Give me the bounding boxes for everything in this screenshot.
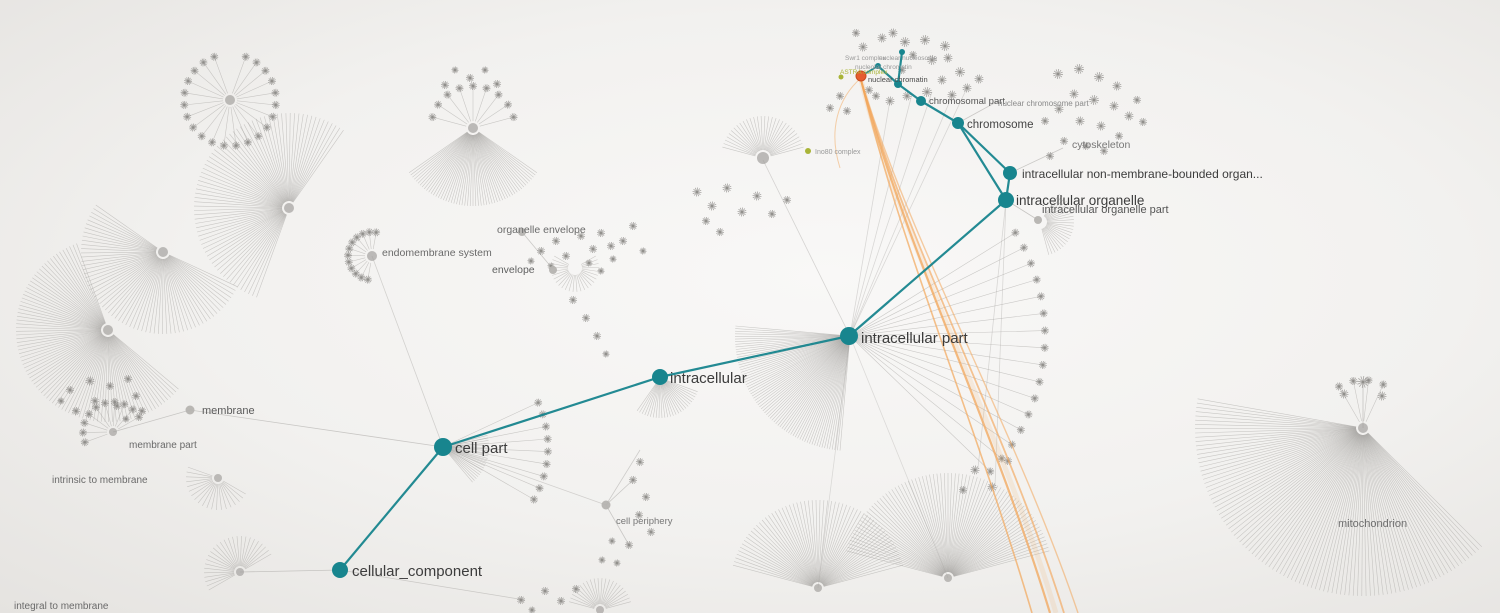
selected-edge bbox=[896, 51, 904, 85]
cluster-hub-node bbox=[284, 203, 294, 213]
graph-node-intracellular-part[interactable] bbox=[840, 327, 858, 345]
term-label[interactable]: intracellular organelle part bbox=[1042, 204, 1169, 216]
term-label[interactable]: membrane part bbox=[129, 440, 197, 451]
node-label-chromosomal-part[interactable]: chromosomal part bbox=[929, 96, 1005, 107]
term-label[interactable]: nuclear chromatin bbox=[868, 75, 928, 84]
term-label[interactable]: Ino80 complex bbox=[815, 149, 861, 156]
selected-edge bbox=[339, 446, 444, 571]
term-dot-nodes bbox=[185, 216, 1042, 510]
orange-edge bbox=[834, 77, 862, 169]
term-node[interactable] bbox=[549, 266, 557, 274]
graph-node-cellular_component[interactable] bbox=[332, 562, 348, 578]
term-label[interactable]: integral to membrane bbox=[14, 601, 109, 612]
node-label-intracellular-organelle[interactable]: intracellular organelle bbox=[1016, 193, 1144, 208]
orange-edge bbox=[859, 79, 1052, 613]
orange-relation-edges bbox=[834, 77, 1079, 613]
cluster-hub-node bbox=[468, 123, 478, 133]
cluster-hub-node bbox=[757, 152, 769, 164]
term-label[interactable]: mitochondrion bbox=[1338, 518, 1407, 530]
selected-path-nodes bbox=[332, 49, 1017, 578]
complex-node[interactable] bbox=[838, 74, 844, 80]
cluster-hub-node bbox=[944, 574, 952, 582]
cluster-hub-node bbox=[814, 584, 822, 592]
node-label-intracellular-non-membrane-bounded-organelle[interactable]: intracellular non-membrane-bounded organ… bbox=[1022, 167, 1263, 181]
node-label-chromosome[interactable]: chromosome bbox=[967, 119, 1033, 131]
graph-node-chromosome[interactable] bbox=[952, 117, 964, 129]
graph-node-chromatin-child-2[interactable] bbox=[899, 49, 905, 55]
term-label[interactable]: nucleolar chromatin bbox=[855, 64, 912, 71]
graph-node-chromatin-child-1[interactable] bbox=[875, 63, 881, 69]
cluster-hub-node bbox=[367, 251, 377, 261]
term-label[interactable]: organelle envelope bbox=[497, 224, 586, 236]
graph-node-intracellular[interactable] bbox=[652, 369, 668, 385]
selected-edge bbox=[659, 334, 850, 379]
complex-node[interactable] bbox=[805, 148, 811, 154]
selected-edge bbox=[957, 122, 1011, 174]
selected-edge bbox=[957, 122, 1007, 201]
term-label[interactable]: Swr1 complex bbox=[845, 55, 887, 62]
node-label-cellular_component[interactable]: cellular_component bbox=[352, 563, 483, 580]
term-node[interactable] bbox=[185, 405, 195, 415]
cluster-hub-node bbox=[158, 247, 168, 257]
cluster-hub-node bbox=[214, 474, 222, 482]
complex-dot-nodes bbox=[805, 74, 844, 154]
term-node[interactable] bbox=[601, 500, 611, 510]
term-label[interactable]: envelope bbox=[492, 264, 535, 276]
node-label-intracellular-part[interactable]: intracellular part bbox=[861, 330, 969, 347]
graph-node-intracellular-organelle[interactable] bbox=[998, 192, 1014, 208]
term-label[interactable]: membrane bbox=[202, 405, 255, 417]
term-labels: membrane membrane part intrinsic to membra… bbox=[14, 55, 1407, 612]
graph-node-cell-part[interactable] bbox=[434, 438, 452, 456]
cluster-hub-node bbox=[103, 325, 113, 335]
node-label-cell-part[interactable]: cell part bbox=[455, 440, 508, 457]
term-label[interactable]: cytoskeleton bbox=[1072, 139, 1131, 151]
term-label[interactable]: cell periphery bbox=[616, 516, 673, 527]
term-label[interactable]: nuclear chromosome part bbox=[998, 99, 1089, 108]
term-label[interactable]: intrinsic to membrane bbox=[52, 475, 148, 486]
graph-node-chromatin[interactable] bbox=[894, 80, 902, 88]
graph-node-chromosomal-part[interactable] bbox=[916, 96, 926, 106]
orange-edge bbox=[860, 79, 1033, 613]
cluster-hub-node bbox=[596, 606, 604, 613]
edge-fan-clusters bbox=[15, 52, 1483, 613]
selected-edge bbox=[848, 199, 1007, 337]
node-label-intracellular[interactable]: intracellular bbox=[670, 370, 747, 387]
selected-edge bbox=[877, 65, 899, 85]
orange-edge bbox=[860, 79, 1079, 613]
term-label[interactable]: nuclear nucleosome bbox=[879, 55, 938, 62]
selected-edge bbox=[442, 375, 661, 449]
term-node[interactable] bbox=[1034, 216, 1042, 224]
orange-edge bbox=[860, 79, 1065, 613]
path-node-labels: cellular_component cell part intracellular… bbox=[352, 96, 1263, 580]
term-node[interactable] bbox=[518, 228, 526, 236]
term-label[interactable]: endomembrane system bbox=[382, 247, 492, 259]
term-label[interactable]: ASTRA complex bbox=[840, 69, 888, 76]
highlighted-orange-node[interactable] bbox=[855, 70, 867, 82]
graph-node-intracellular-non-membrane-bounded-organelle[interactable] bbox=[1003, 166, 1017, 180]
selected-edge bbox=[920, 100, 959, 124]
cluster-hub-node bbox=[225, 95, 235, 105]
term-star-nodes bbox=[57, 28, 1387, 613]
background-edges bbox=[112, 89, 1364, 601]
